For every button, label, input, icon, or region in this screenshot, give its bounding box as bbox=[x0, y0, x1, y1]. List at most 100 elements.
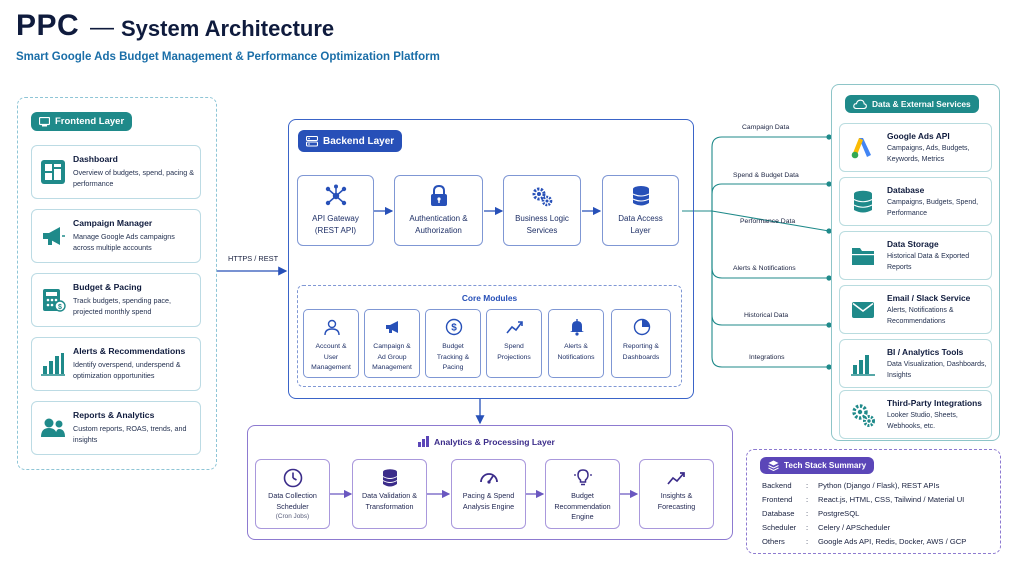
backend-box-api-gateway[interactable]: API Gateway(REST API) bbox=[297, 175, 374, 246]
external-card-desc: Historical Data & Exported Reports bbox=[887, 253, 970, 271]
external-card-desc: Campaigns, Ads, Budgets, Keywords, Metri… bbox=[887, 145, 970, 163]
svg-text:$: $ bbox=[451, 323, 457, 334]
calculator-icon: $ bbox=[43, 289, 66, 312]
mail-icon bbox=[852, 302, 874, 318]
frontend-card-dashboard[interactable]: Dashboard Overview of budgets, spend, pa… bbox=[31, 145, 201, 199]
frontend-card-title: Reports & Analytics bbox=[73, 410, 155, 420]
analytics-box-line: Engine bbox=[571, 512, 594, 521]
backend-box-line: Services bbox=[526, 226, 558, 235]
frontend-layer-pill: Frontend Layer bbox=[31, 112, 133, 131]
backend-box-line: Data Access bbox=[618, 214, 663, 223]
data-external-pill: Data & External Services bbox=[845, 95, 979, 113]
core-module-line: Dashboards bbox=[622, 353, 660, 361]
tech-stack-value: Celery / APScheduler bbox=[818, 523, 891, 532]
google-ads-icon bbox=[851, 138, 871, 159]
analytics-box-insights[interactable]: Insights &Forecasting bbox=[639, 459, 714, 529]
frontend-panel bbox=[17, 97, 217, 470]
trend-icon bbox=[506, 321, 523, 334]
folder-icon bbox=[852, 248, 874, 265]
tech-stack-row: Frontend:React.js, HTML, CSS, Tailwind /… bbox=[762, 495, 965, 504]
tech-stack-row: Scheduler:Celery / APScheduler bbox=[762, 523, 891, 532]
analytics-box-validation[interactable]: Data Validation &Transformation bbox=[352, 459, 427, 529]
analytics-box-line: Forecasting bbox=[657, 501, 696, 511]
external-card-third-party[interactable]: Third-Party Integrations Looker Studio, … bbox=[839, 390, 992, 439]
tech-stack-row: Database:PostgreSQL bbox=[762, 509, 860, 518]
lightbulb-icon bbox=[574, 469, 592, 486]
tech-stack-key: Others bbox=[762, 537, 785, 546]
external-card-data-storage[interactable]: Data Storage Historical Data & Exported … bbox=[839, 231, 992, 280]
analytics-layer-label: Analytics & Processing Layer bbox=[434, 436, 555, 447]
core-module-line: User bbox=[323, 353, 339, 361]
core-module-line: Reporting & bbox=[623, 343, 659, 350]
external-card-email-slack[interactable]: Email / Slack Service Alerts, Notificati… bbox=[839, 285, 992, 334]
core-module-line: Alerts & bbox=[564, 343, 588, 350]
flow-label-spend-budget: Spend & Budget Data bbox=[733, 172, 799, 179]
backend-layer-label: Backend Layer bbox=[323, 135, 395, 147]
page-title: PPC bbox=[16, 9, 80, 42]
megaphone-icon bbox=[43, 227, 65, 245]
frontend-card-title: Campaign Manager bbox=[73, 218, 153, 228]
core-module-reporting[interactable]: Reporting & Dashboards bbox=[611, 309, 671, 378]
core-module-line: Management bbox=[372, 364, 412, 371]
flow-label-historical: Historical Data bbox=[744, 312, 789, 319]
flow-label-integrations: Integrations bbox=[749, 354, 785, 361]
external-card-title: Database bbox=[887, 185, 925, 195]
gears-icon bbox=[852, 404, 875, 427]
frontend-card-campaign-manager[interactable]: Campaign Manager Manage Google Ads campa… bbox=[31, 209, 201, 263]
analytics-box-line: Recommendation bbox=[554, 501, 611, 511]
tech-stack-row: Others:Google Ads API, Redis, Docker, AW… bbox=[762, 537, 967, 546]
external-card-title: Email / Slack Service bbox=[887, 293, 971, 303]
monitor-icon bbox=[39, 116, 50, 126]
external-card-title: Third-Party Integrations bbox=[887, 398, 982, 408]
core-module-alerts[interactable]: Alerts &Notifications bbox=[548, 309, 604, 378]
core-module-line: Pacing bbox=[442, 364, 464, 371]
tech-stack-value: PostgreSQL bbox=[818, 509, 860, 518]
gears-icon bbox=[532, 187, 553, 207]
external-card-bi-tools[interactable]: BI / Analytics Tools Data Visualization,… bbox=[839, 339, 992, 388]
bell-icon bbox=[570, 319, 584, 336]
trend-icon bbox=[667, 472, 685, 485]
core-module-line: Projections bbox=[497, 353, 531, 361]
external-card-database[interactable]: Database Campaigns, Budgets, Spend, Perf… bbox=[839, 177, 992, 226]
backend-box-auth[interactable]: Authentication &Authorization bbox=[394, 175, 483, 246]
backend-layer-pill: Backend Layer bbox=[298, 130, 403, 152]
tech-stack-value: React.js, HTML, CSS, Tailwind / Material… bbox=[818, 495, 965, 504]
frontend-card-title: Alerts & Recommendations bbox=[73, 346, 186, 356]
frontend-card-reports[interactable]: Reports & Analytics Custom reports, ROAS… bbox=[31, 401, 201, 455]
frontend-card-desc: Identify overspend, underspend & optimiz… bbox=[73, 360, 181, 380]
flow-label-campaign-data: Campaign Data bbox=[742, 124, 790, 131]
backend-box-line: Authentication & bbox=[409, 214, 468, 223]
tech-stack-value: Google Ads API, Redis, Docker, AWS / GCP bbox=[818, 537, 967, 546]
external-card-desc: Alerts, Notifications & Recommendations bbox=[887, 307, 954, 325]
server-icon bbox=[306, 135, 318, 147]
core-module-line: Management bbox=[311, 364, 351, 371]
dollar-icon: $ bbox=[445, 318, 463, 336]
core-module-line: Account & bbox=[315, 343, 347, 350]
frontend-card-budget-pacing[interactable]: $ Budget & Pacing Track budgets, spendin… bbox=[31, 273, 201, 327]
dashboard-icon bbox=[41, 160, 65, 184]
external-card-desc: Looker Studio, Sheets, Webhooks, etc. bbox=[887, 412, 958, 430]
frontend-card-alerts[interactable]: Alerts & Recommendations Identify oversp… bbox=[31, 337, 201, 391]
frontend-card-desc: Overview of budgets, spend, pacing & per… bbox=[73, 168, 195, 188]
title-dash: — bbox=[90, 14, 114, 41]
page-subtitle-heading: System Architecture bbox=[121, 16, 335, 41]
user-icon bbox=[324, 319, 340, 336]
external-card-google-ads[interactable]: Google Ads API Campaigns, Ads, Budgets, … bbox=[839, 123, 992, 172]
frontend-card-title: Dashboard bbox=[73, 154, 118, 164]
network-icon bbox=[325, 184, 347, 206]
external-card-title: Google Ads API bbox=[887, 131, 950, 141]
flow-label-alerts: Alerts & Notifications bbox=[733, 265, 796, 272]
backend-box-line: Business Logic bbox=[515, 214, 569, 223]
data-external-panel bbox=[831, 84, 1000, 441]
lock-icon bbox=[431, 184, 447, 206]
analytics-box-line: Pacing & Spend bbox=[462, 491, 515, 500]
